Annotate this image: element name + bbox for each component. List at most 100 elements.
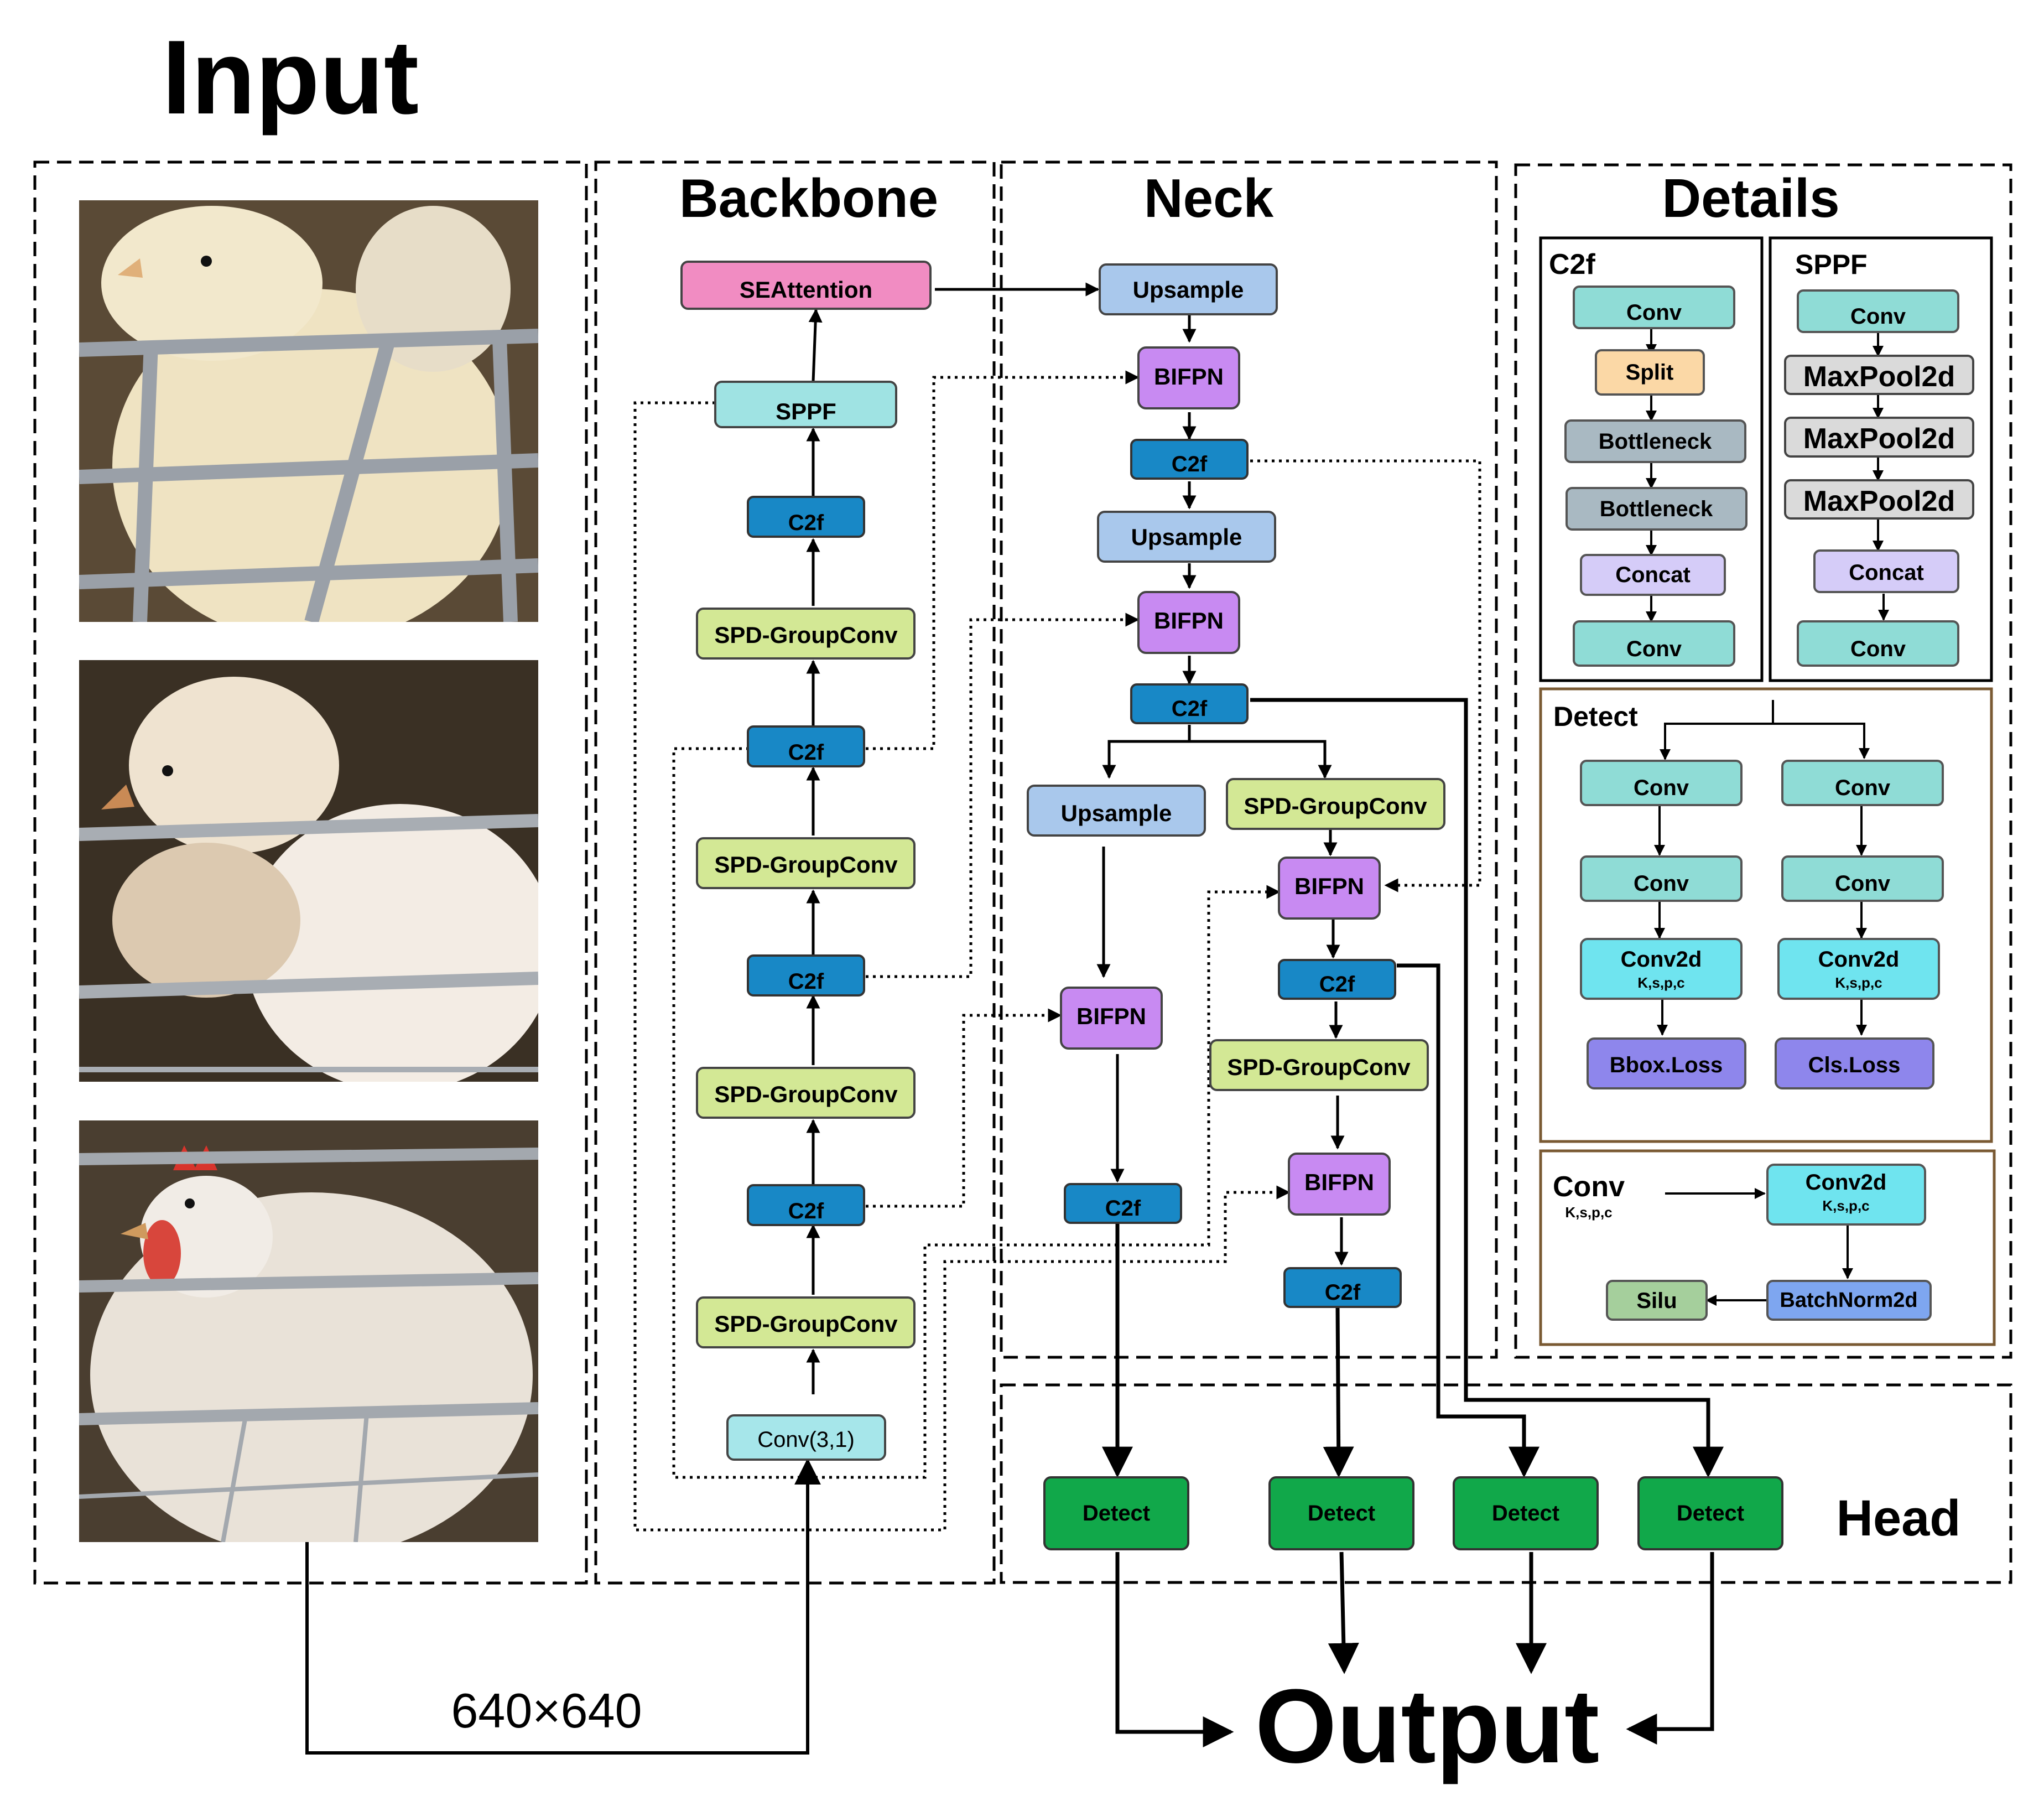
conv-label: Conv xyxy=(1626,637,1682,661)
c2f-detail-panel xyxy=(1539,236,1764,682)
bbox-loss-block: Bbox.Loss xyxy=(1587,1037,1746,1089)
silu-block: Silu xyxy=(1606,1280,1708,1321)
backbone-spd-block: SPD-GroupConv xyxy=(696,837,916,889)
skip-sppf-to-bifpn5 xyxy=(633,401,1291,1532)
conv-detail-params: K,s,p,c xyxy=(1565,1204,1612,1221)
detect-detail-conv: Conv xyxy=(1580,855,1743,902)
c2f-detail-title: C2f xyxy=(1549,248,1595,281)
conv-label: Conv xyxy=(1850,304,1906,329)
neck-c2f-block: C2f xyxy=(1130,683,1249,724)
skip-stem-loop-right xyxy=(808,885,1281,1479)
conv-input-label: Conv(3,1) xyxy=(757,1428,855,1452)
backbone-c2f-block: C2f xyxy=(747,496,865,538)
conv-label: Conv xyxy=(1626,300,1682,325)
input-title: Input xyxy=(162,19,419,136)
details-title: Details xyxy=(1662,168,1839,229)
conv2d-params: K,s,p,c xyxy=(1637,974,1684,991)
bottleneck-label: Bottleneck xyxy=(1600,497,1713,521)
sppf-block: SPPF xyxy=(714,381,897,428)
c2f-label: C2f xyxy=(1105,1196,1141,1221)
c2f-detail-conv: Conv xyxy=(1573,286,1735,329)
c2f-label: C2f xyxy=(788,511,824,535)
backbone-frame xyxy=(594,160,996,1585)
skip-c2f-p3-to-bifpn2 xyxy=(866,613,1140,978)
c2f-detail-conv: Conv xyxy=(1573,620,1735,667)
bifpn-label: BIFPN xyxy=(1154,364,1224,390)
bifpn-label: BIFPN xyxy=(1294,873,1364,899)
arrow-bb-10 xyxy=(808,308,823,382)
detect-detail-conv2d: Conv2d K,s,p,c xyxy=(1777,938,1940,1000)
bottleneck-label: Bottleneck xyxy=(1599,429,1712,454)
conv2d-params: K,s,p,c xyxy=(1835,974,1882,991)
input-photo-3 xyxy=(79,1120,538,1542)
neck-c2f-block: C2f xyxy=(1278,959,1396,1000)
detect-block: Detect xyxy=(1043,1476,1189,1550)
c2f-detail-bottleneck: Bottleneck xyxy=(1565,487,1747,531)
neck-spd-block: SPD-GroupConv xyxy=(1226,778,1445,830)
output-title: Output xyxy=(1255,1668,1600,1785)
arrow-nk-split-right xyxy=(1189,740,1332,779)
bifpn-label: BIFPN xyxy=(1154,608,1224,634)
sppf-detail-title: SPPF xyxy=(1795,249,1868,280)
split-label: Split xyxy=(1626,360,1674,385)
bifpn-label: BIFPN xyxy=(1076,1003,1146,1029)
head-frame xyxy=(1000,1383,2012,1584)
sppf-detail-maxpool: MaxPool2d xyxy=(1784,355,1974,395)
input-frame xyxy=(33,160,588,1585)
conv-detail-panel xyxy=(1539,1149,1996,1346)
neck-c2f-block: C2f xyxy=(1064,1183,1182,1224)
detect-detail-title: Detect xyxy=(1553,701,1638,732)
conv-label: Conv xyxy=(1835,871,1891,896)
c2f-label: C2f xyxy=(788,740,824,765)
sppf-detail-maxpool: MaxPool2d xyxy=(1784,479,1974,520)
conv2d-label: Conv2d xyxy=(1806,1170,1887,1195)
sppf-label: SPPF xyxy=(776,398,836,424)
spd-label: SPD-GroupConv xyxy=(1227,1054,1411,1080)
conv-input-block: Conv(3,1) xyxy=(726,1414,886,1461)
neck-title: Neck xyxy=(1144,168,1274,229)
bbox-loss-label: Bbox.Loss xyxy=(1610,1053,1723,1077)
maxpool-label: MaxPool2d xyxy=(1803,361,1955,393)
neck-c2f-block: C2f xyxy=(1130,439,1249,480)
concat-label: Concat xyxy=(1849,561,1924,585)
conv2d-label: Conv2d xyxy=(1818,947,1900,972)
concat-label: Concat xyxy=(1615,563,1691,587)
arrow-c2f-to-detect4 xyxy=(1250,698,1724,1478)
backbone-c2f-block: C2f xyxy=(747,725,865,767)
conv-label: Conv xyxy=(1634,871,1689,896)
silu-label: Silu xyxy=(1636,1289,1677,1313)
detect-detail-conv2d: Conv2d K,s,p,c xyxy=(1580,938,1743,1000)
batchnorm-label: BatchNorm2d xyxy=(1780,1289,1917,1312)
conv-detail-title: Conv xyxy=(1553,1171,1625,1203)
c2f-label: C2f xyxy=(788,1199,824,1223)
upsample-label: Upsample xyxy=(1133,277,1244,303)
arrow-d-detect-split xyxy=(1664,700,1864,758)
input-size-label: 640×640 xyxy=(451,1683,642,1738)
backbone-c2f-block: C2f xyxy=(747,954,865,997)
c2f-label: C2f xyxy=(1172,697,1208,721)
sppf-detail-conv: Conv xyxy=(1797,289,1959,333)
sppf-detail-conv: Conv xyxy=(1797,620,1959,667)
arrow-detect4-to-output xyxy=(1626,1552,1714,1745)
detect-label: Detect xyxy=(1308,1501,1375,1525)
arrow-detect1-to-output xyxy=(1115,1552,1234,1747)
c2f-label: C2f xyxy=(1172,452,1208,476)
backbone-spd-block: SPD-GroupConv xyxy=(696,1296,916,1348)
neck-upsample-block: Upsample xyxy=(1097,511,1276,563)
arrow-c2f-to-detect3 xyxy=(1397,963,1539,1478)
arrow-input-to-backbone xyxy=(305,1458,821,1755)
neck-bifpn-block: BIFPN xyxy=(1288,1153,1391,1216)
neck-bifpn-block: BIFPN xyxy=(1278,857,1381,920)
detect-label: Detect xyxy=(1492,1501,1559,1525)
bifpn-label: BIFPN xyxy=(1304,1169,1374,1195)
detect-label: Detect xyxy=(1083,1501,1150,1525)
conv-label: Conv xyxy=(1850,637,1906,661)
neck-upsample-block: Upsample xyxy=(1099,263,1278,315)
input-photo-1 xyxy=(79,200,538,622)
spd-label: SPD-GroupConv xyxy=(714,852,898,878)
neck-spd-block: SPD-GroupConv xyxy=(1209,1039,1429,1091)
arrow-detect2-to-output xyxy=(1328,1551,1359,1674)
neck-bifpn-block: BIFPN xyxy=(1137,591,1240,654)
neck-c2f-block: C2f xyxy=(1283,1267,1402,1308)
